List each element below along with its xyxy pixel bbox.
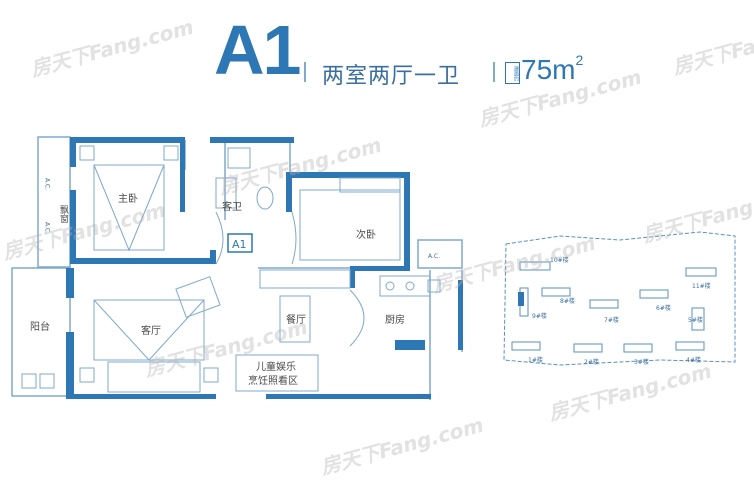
area-tag: 建面约 — [505, 62, 520, 84]
site-map: 10#楼 8#楼 11#楼 9#楼 7#楼 6#楼 5#楼 1#楼 2#楼 3#… — [503, 231, 736, 366]
site-map-label-10: 10#楼 — [550, 256, 569, 264]
site-map-label-5: 5#楼 — [688, 316, 703, 324]
room-label-living-room: 客厅 — [141, 324, 161, 337]
ac-label-left-bottom: A.C. — [44, 222, 51, 234]
site-map-label-2: 2#楼 — [584, 358, 599, 366]
room-label-guest-bath: 客卫 — [222, 200, 242, 213]
room-label-kids-area-line2: 烹饪照看区 — [248, 374, 298, 387]
room-label-second-bedroom: 次卧 — [356, 228, 376, 241]
site-map-label-8: 8#楼 — [560, 297, 575, 305]
unit-badge: A1 — [227, 233, 253, 253]
site-map-label-9: 9#楼 — [532, 312, 547, 320]
exterior-walls — [66, 137, 463, 399]
separator-left — [304, 62, 306, 82]
site-map-highlighted-building — [518, 292, 524, 306]
site-map-label-11: 11#楼 — [692, 282, 711, 290]
area-value: 75m2 — [521, 52, 583, 86]
room-label-master-bedroom: 主卧 — [118, 192, 138, 205]
plan-header: A1 两室两厅一卫 建面约 75m2 — [0, 0, 754, 110]
site-map-label-3: 3#楼 — [634, 358, 649, 366]
furniture — [21, 145, 441, 393]
site-map-label-4: 4#楼 — [686, 356, 701, 364]
room-label-balcony: 阳台 — [30, 320, 50, 333]
area-number: 75m — [521, 54, 576, 85]
unit-code-title: A1 — [214, 11, 301, 89]
separator-right — [493, 62, 495, 82]
layout-description: 两室两厅一卫 — [322, 64, 461, 89]
room-label-dining-room: 餐厅 — [286, 313, 306, 326]
ac-label-left-top: A.C. — [44, 178, 51, 190]
ac-label-right: A.C. — [428, 253, 440, 260]
site-map-label-1: 1#楼 — [528, 356, 543, 364]
room-label-bay-window: 飘窗 — [58, 205, 69, 224]
room-label-kitchen: 厨房 — [385, 313, 405, 326]
unit-badge-text: A1 — [232, 238, 247, 251]
site-map-label-7: 7#楼 — [604, 316, 619, 324]
site-map-label-6: 6#楼 — [656, 304, 671, 312]
room-label-kids-area-line1: 儿童娱乐 — [256, 360, 296, 373]
area-superscript: 2 — [575, 52, 584, 68]
